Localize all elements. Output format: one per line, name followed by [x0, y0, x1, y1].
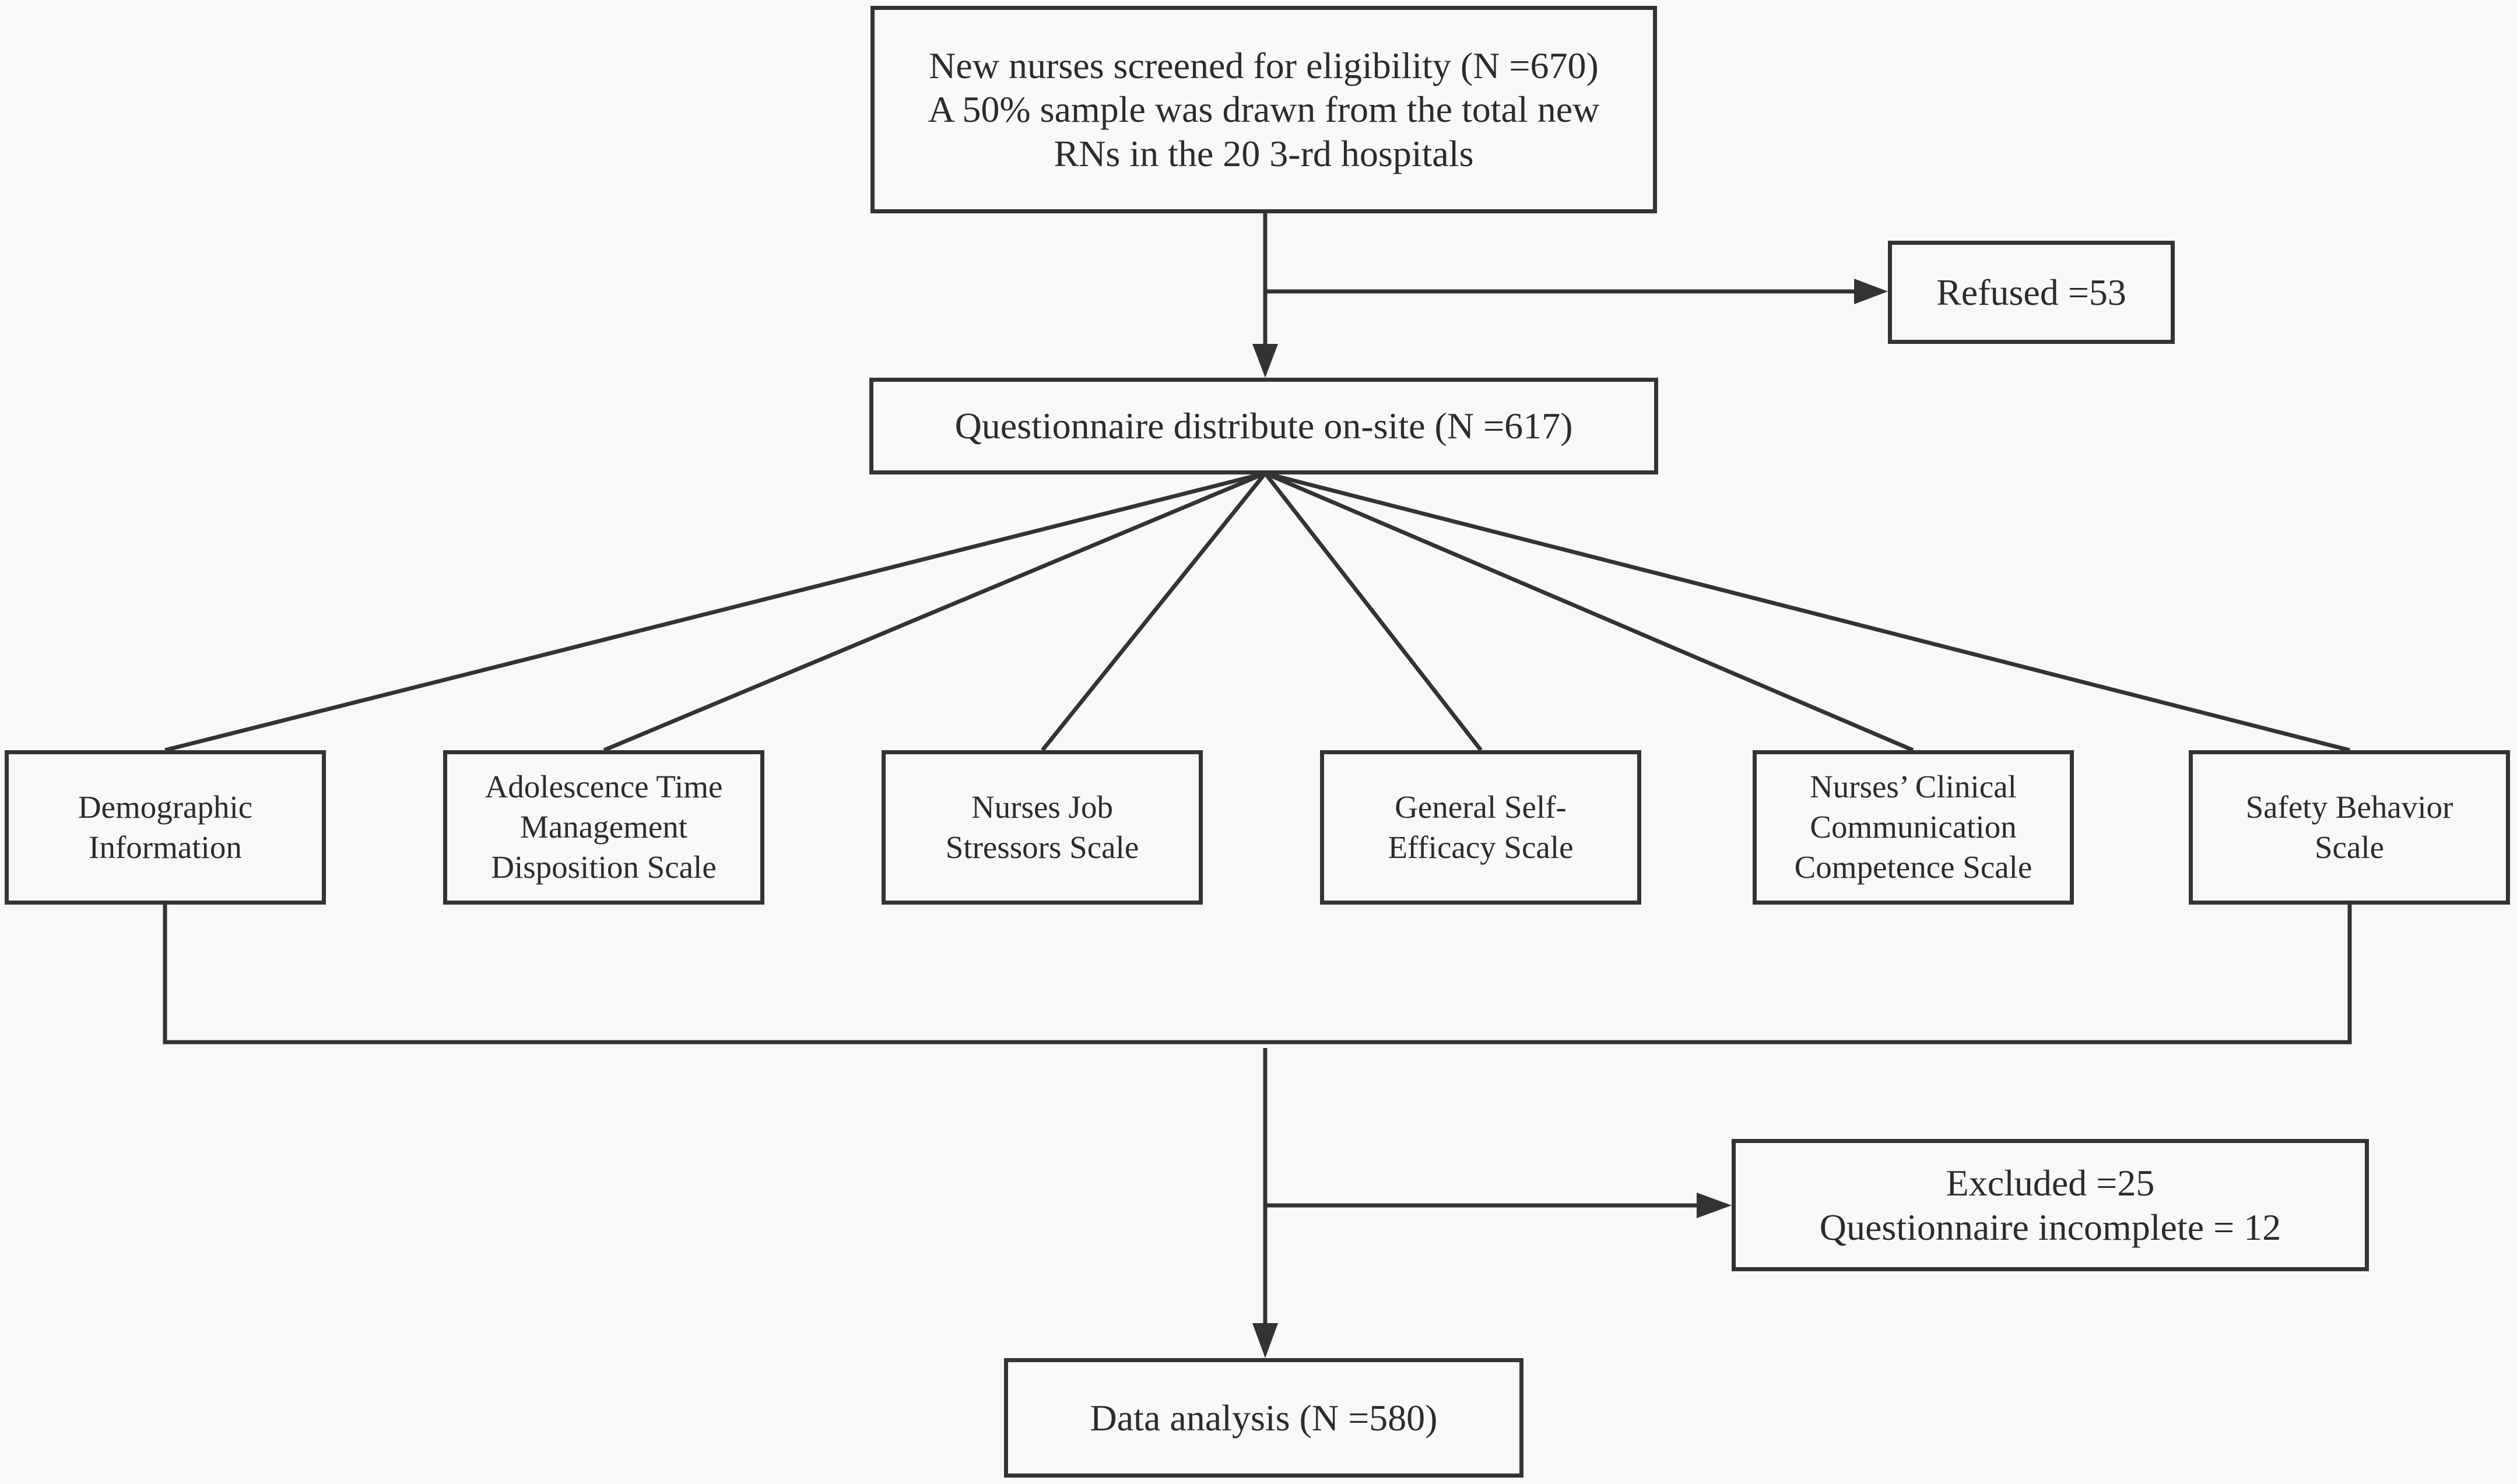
arrowhead-refused	[1854, 279, 1888, 304]
fan-line-time-management	[603, 471, 1266, 752]
scale-line: Disposition Scale	[491, 849, 717, 885]
fan-line-communication	[1264, 471, 1914, 752]
scale-line: Competence Scale	[1794, 849, 2032, 885]
refused-label: Refused =53	[1936, 271, 2126, 313]
questionnaire-box: Questionnaire distribute on-site (N =617…	[869, 378, 1658, 474]
scale-line: Nurses Job	[971, 789, 1113, 825]
scale-line: Safety Behavior	[2245, 789, 2453, 825]
scale-line: Management	[519, 809, 688, 845]
screening-line-1: New nurses screened for eligibility (N =…	[929, 44, 1599, 86]
arrowhead-questionnaire	[1252, 344, 1278, 378]
screening-box: New nurses screened for eligibility (N =…	[870, 6, 1657, 213]
scale-box-job-stressors: Nurses Job Stressors Scale	[882, 750, 1203, 905]
fan-line-self-efficacy	[1263, 472, 1483, 752]
arrowhead-analysis	[1252, 1323, 1278, 1358]
fan-line-safety	[1265, 471, 2350, 752]
scale-line: Demographic	[78, 789, 253, 825]
analysis-label: Data analysis (N =580)	[1090, 1397, 1438, 1439]
scale-line: Adolescence Time	[485, 769, 723, 805]
arrowhead-excluded	[1697, 1193, 1732, 1218]
excluded-line-2: Questionnaire incomplete = 12	[1819, 1206, 2281, 1248]
scale-box-demographic: Demographic Information	[5, 750, 326, 905]
scale-line: Stressors Scale	[945, 829, 1139, 865]
screening-line-3: RNs in the 20 3-rd hospitals	[1054, 132, 1474, 174]
refused-box: Refused =53	[1888, 241, 2175, 344]
scale-box-communication: Nurses’ Clinical Communication Competenc…	[1753, 750, 2074, 905]
analysis-box: Data analysis (N =580)	[1004, 1358, 1523, 1478]
scale-box-self-efficacy: General Self- Efficacy Scale	[1320, 750, 1641, 905]
screening-line-2: A 50% sample was drawn from the total ne…	[928, 89, 1600, 131]
excluded-box: Excluded =25 Questionnaire incomplete = …	[1732, 1139, 2369, 1271]
scale-line: General Self-	[1395, 789, 1567, 825]
scale-line: Scale	[2314, 829, 2385, 865]
scale-line: Nurses’ Clinical	[1810, 769, 2017, 805]
scale-box-safety: Safety Behavior Scale	[2189, 750, 2510, 905]
bracket-line	[163, 905, 2352, 1045]
scale-line: Efficacy Scale	[1388, 829, 1574, 865]
fan-line-demographic	[164, 471, 1266, 752]
questionnaire-label: Questionnaire distribute on-site (N =617…	[954, 405, 1573, 447]
scale-line: Information	[89, 829, 242, 865]
excluded-line-1: Excluded =25	[1946, 1162, 2155, 1204]
scale-line: Communication	[1810, 809, 2017, 845]
scale-box-time-management: Adolescence Time Management Disposition …	[443, 750, 764, 905]
fan-line-job-stressors	[1041, 472, 1267, 752]
